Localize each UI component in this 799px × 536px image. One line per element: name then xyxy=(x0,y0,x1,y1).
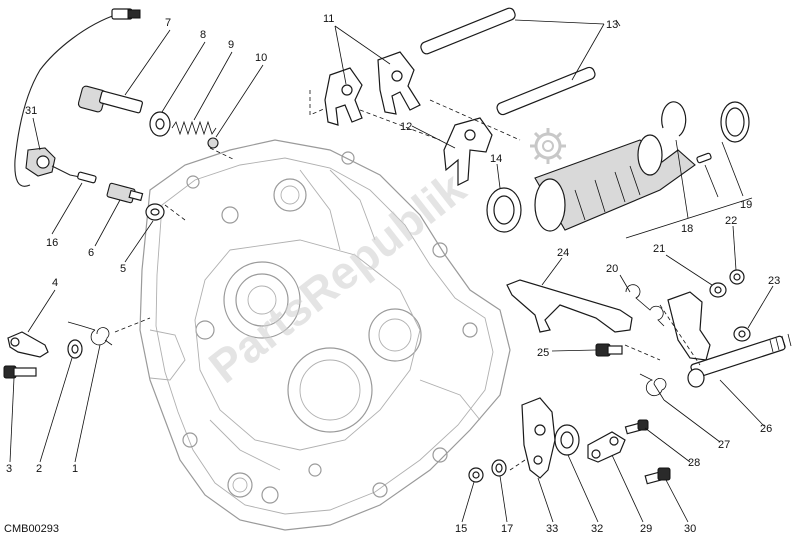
part-12-shift-fork xyxy=(443,117,493,186)
part-26-selector-shaft xyxy=(667,291,792,388)
callout-15: 15 xyxy=(455,523,467,535)
part-9-spring xyxy=(171,120,217,136)
part-18-circlip xyxy=(661,101,687,137)
callout-24: 24 xyxy=(557,247,569,259)
part-15-clip xyxy=(468,467,484,483)
part-25-bolt xyxy=(595,343,623,357)
callout-31: 31 xyxy=(25,105,37,117)
callout-33: 33 xyxy=(546,523,558,535)
callout-8: 8 xyxy=(200,29,206,41)
part-33-plate xyxy=(521,397,556,479)
callout-13: 13 xyxy=(606,19,618,31)
part-3-bolt xyxy=(3,365,37,379)
callout-23: 23 xyxy=(768,275,780,287)
callout-20: 20 xyxy=(606,263,618,275)
callout-16: 16 xyxy=(46,237,58,249)
callout-7: 7 xyxy=(165,17,171,29)
part-16-pin xyxy=(77,171,97,184)
part-10-ball xyxy=(207,137,219,149)
callout-11: 11 xyxy=(323,13,334,25)
part-30-bolt xyxy=(644,467,671,485)
part-5-washer xyxy=(145,203,165,221)
part-8-washer xyxy=(149,111,171,137)
callout-2: 2 xyxy=(36,463,42,475)
part-18-shift-drum xyxy=(534,134,696,232)
callout-28: 28 xyxy=(688,457,700,469)
callout-6: 6 xyxy=(88,247,94,259)
callout-4: 4 xyxy=(52,277,58,289)
callout-14: 14 xyxy=(490,153,502,165)
part-14-ring xyxy=(486,187,522,233)
watermark-text: PartsRepublik xyxy=(199,161,475,393)
part-20-spring xyxy=(625,284,665,327)
callout-17: 17 xyxy=(501,523,513,535)
part-17-washer xyxy=(491,459,507,477)
callout-32: 32 xyxy=(591,523,603,535)
callout-10: 10 xyxy=(255,52,267,64)
callout-27: 27 xyxy=(718,439,730,451)
callout-30: 30 xyxy=(684,523,696,535)
callout-26: 26 xyxy=(760,423,772,435)
part-6-switch xyxy=(106,182,144,204)
part-11-shift-forks xyxy=(324,51,421,126)
crankcase-half xyxy=(139,139,511,531)
callout-21: 21 xyxy=(653,243,665,255)
part-2-washer xyxy=(67,339,83,359)
part-29-link xyxy=(587,431,626,463)
callout-12: 12 xyxy=(400,121,412,133)
callout-22: 22 xyxy=(725,215,737,227)
callout-9: 9 xyxy=(228,39,234,51)
callout-5: 5 xyxy=(120,263,126,275)
part-1-spring xyxy=(67,321,113,346)
part-31-gear-sensor xyxy=(14,8,141,187)
watermark: PartsRepublik xyxy=(199,128,566,393)
part-7-bolt xyxy=(77,85,143,114)
part-21-washer xyxy=(709,282,727,298)
part-28-bolt xyxy=(624,419,649,435)
callout-labels: 1 2 3 4 5 6 7 8 9 10 11 12 13 14 15 16 1… xyxy=(6,13,780,535)
part-13-fork-rods xyxy=(420,7,596,116)
callout-18: 18 xyxy=(681,223,693,235)
callout-29: 29 xyxy=(640,523,652,535)
drawing-code: CMB00293 xyxy=(4,523,59,535)
part-22-clip xyxy=(729,269,745,285)
part-32-washer xyxy=(554,424,580,456)
part-27-spring xyxy=(639,373,667,401)
leader-lines xyxy=(9,19,774,523)
part-23-bushing xyxy=(733,326,751,342)
callout-1: 1 xyxy=(72,463,78,475)
callout-25: 25 xyxy=(537,347,549,359)
callout-19: 19 xyxy=(740,199,752,211)
gear-icon xyxy=(530,128,566,164)
dashed-assembly-lines xyxy=(114,90,701,471)
part-24-bracket xyxy=(506,279,633,333)
part-19-ring xyxy=(696,101,750,164)
callout-3: 3 xyxy=(6,463,12,475)
part-4-lever xyxy=(7,331,49,358)
